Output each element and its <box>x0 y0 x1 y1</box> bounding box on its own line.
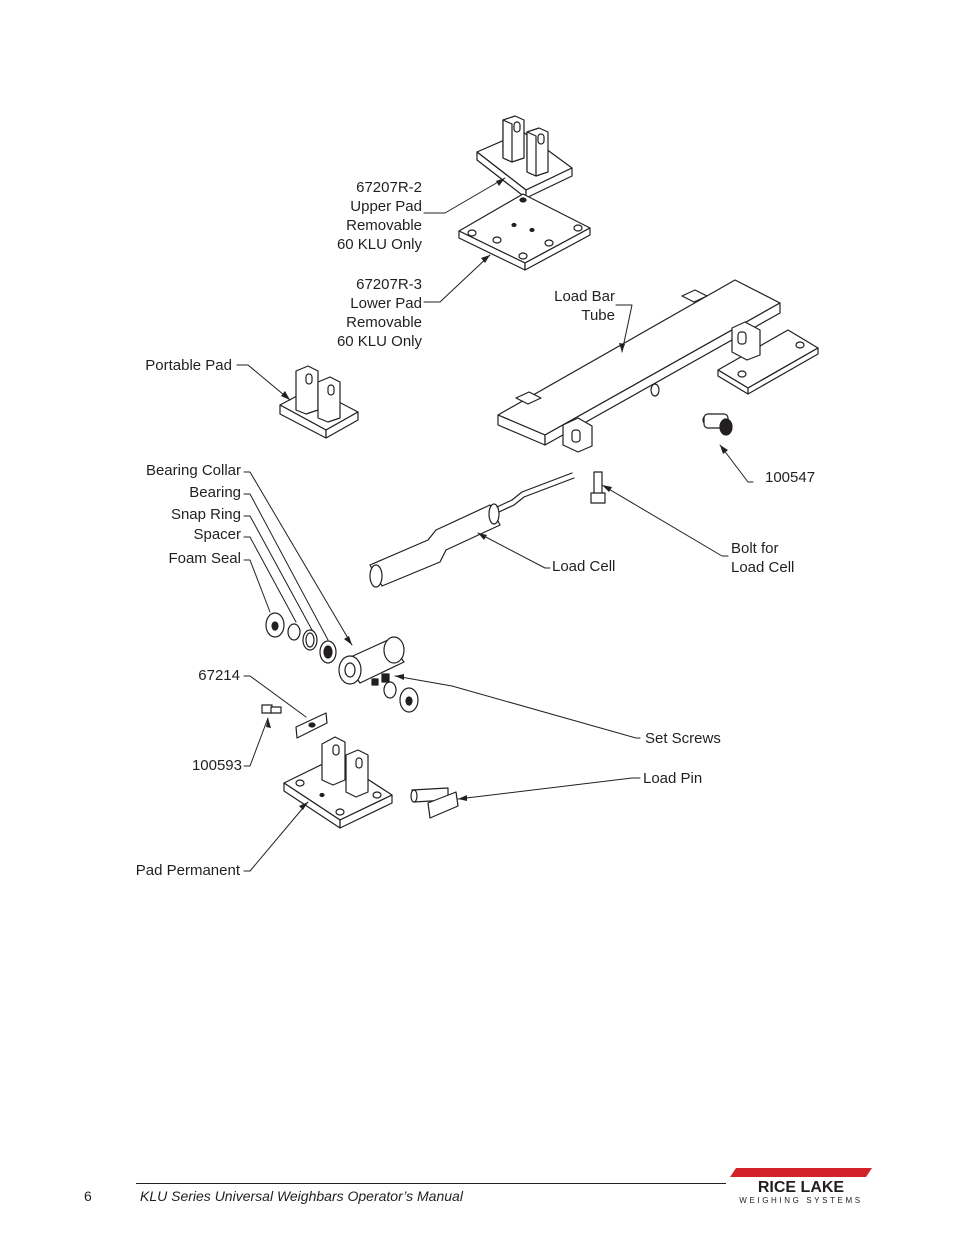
footer-rule <box>136 1183 726 1184</box>
portable-pad <box>279 365 359 439</box>
label-portable-pad: Portable Pad <box>145 357 232 374</box>
leader-lines <box>236 177 754 872</box>
page-number: 6 <box>84 1188 92 1204</box>
load-pin <box>410 787 459 819</box>
leader-arrowheads <box>266 178 728 810</box>
label-pad-permanent: Pad Permanent <box>135 862 240 879</box>
label-spacer: Spacer <box>193 526 241 543</box>
label-bolt-for-load-cell: Bolt for Load Cell <box>731 540 795 576</box>
upper-pad-plate <box>458 193 591 271</box>
load-bar-tube <box>497 279 819 453</box>
manual-title: KLU Series Universal Weighbars Operator’… <box>140 1188 463 1204</box>
pad-permanent <box>283 736 393 829</box>
load-cell-bolt <box>590 471 606 504</box>
logo-line2: WEIGHING SYSTEMS <box>739 1196 862 1205</box>
fitting-100547 <box>702 413 733 436</box>
bolt-100593 <box>261 704 282 714</box>
load-cell <box>369 472 575 588</box>
label-upper-pad: 67207R-2 Upper Pad Removable 60 KLU Only <box>336 179 422 253</box>
label-load-bar-tube: Load Bar Tube <box>554 288 615 324</box>
set-screws <box>371 673 419 713</box>
rice-lake-logo: RICE LAKE WEIGHING SYSTEMS <box>730 1168 872 1205</box>
label-set-screws: Set Screws <box>645 730 721 747</box>
label-100593: 100593 <box>191 757 242 774</box>
label-bearing-collar: Bearing Collar <box>145 462 241 479</box>
keeper-plate-67214 <box>295 712 328 739</box>
label-load-cell: Load Cell <box>552 558 616 575</box>
logo-line1: RICE LAKE <box>758 1179 845 1196</box>
label-100547: 100547 <box>765 469 816 486</box>
bearing-stack <box>265 612 405 685</box>
label-load-pin: Load Pin <box>643 770 703 787</box>
label-bearing: Bearing <box>189 484 241 501</box>
label-snap-ring: Snap Ring <box>170 506 241 523</box>
label-lower-pad: 67207R-3 Lower Pad Removable 60 KLU Only <box>336 276 422 350</box>
label-67214: 67214 <box>198 667 240 684</box>
label-foam-seal: Foam Seal <box>168 550 241 567</box>
